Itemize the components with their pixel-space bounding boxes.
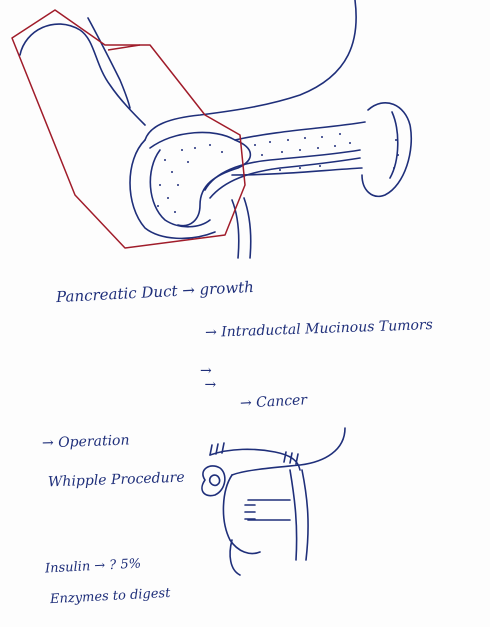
- reconstruction-upper-loop: [210, 449, 300, 470]
- stomach-curve: [145, 0, 356, 140]
- reconstruction-outer: [232, 428, 345, 475]
- note-insulin: Insulin → ? 5%: [45, 557, 142, 575]
- reconstruction-right-limb-2: [302, 470, 308, 560]
- reconstruction-right-limb: [290, 470, 297, 560]
- pancreatic-anastomosis: [248, 500, 290, 520]
- jejunal-loop-circle: [202, 466, 225, 496]
- reconstruction-left-limb: [223, 475, 260, 554]
- note-arrow-row: → →: [200, 364, 216, 392]
- note-enzymes: Enzymes to digest: [50, 587, 171, 606]
- note-mucinous-tumors: → Intraductal Mucinous Tumors: [205, 318, 433, 340]
- duodenum-upper-line: [88, 18, 130, 108]
- duodenum-outer-line: [20, 24, 145, 125]
- reconstruction-bottom-limb: [230, 540, 240, 575]
- vessel-right: [244, 198, 251, 258]
- pancreas-sketch: [0, 0, 490, 260]
- pancreas-tail: [362, 103, 411, 197]
- pancreatic-duct-2: [210, 158, 360, 198]
- anastomosis-stitch-top: [210, 443, 298, 464]
- resection-outline: [12, 10, 245, 248]
- duodenal-inner-loop: [150, 150, 210, 227]
- note-cancer: → Cancer: [240, 393, 308, 410]
- pancreas-body-upper: [235, 122, 365, 140]
- note-operation: → Operation: [42, 433, 130, 450]
- note-pancreatic-duct: Pancreatic Duct → growth: [56, 280, 254, 305]
- anastomosis-stitch-side: [245, 505, 255, 519]
- jejunal-loop-inner: [210, 475, 220, 485]
- note-whipple-procedure: Whipple Procedure: [48, 471, 185, 490]
